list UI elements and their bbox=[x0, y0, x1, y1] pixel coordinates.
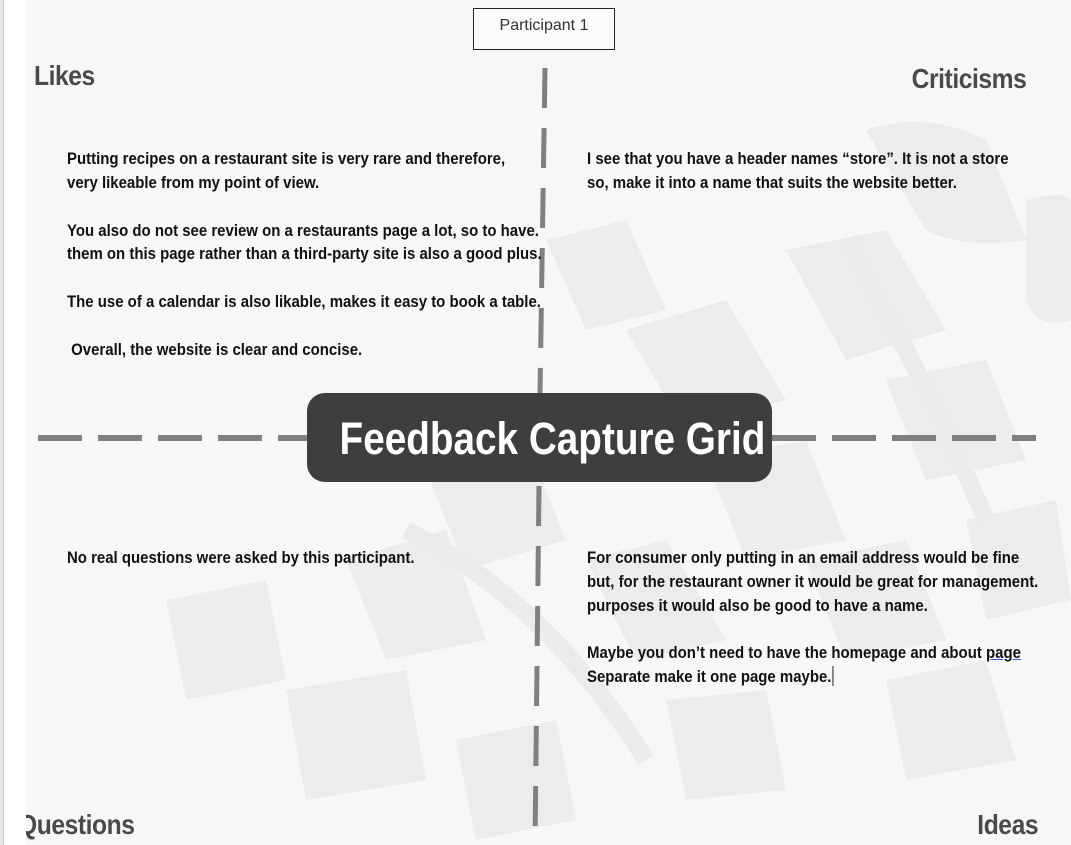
ideas-paragraph: For consumer only putting in an email ad… bbox=[587, 548, 1039, 615]
likes-paragraph: You also do not see review on a restaura… bbox=[67, 220, 542, 264]
ideas-paragraph-2: Maybe you don’t need to have the homepag… bbox=[587, 641, 1038, 689]
ideas-text[interactable]: For consumer only putting in an email ad… bbox=[587, 546, 1038, 689]
questions-paragraph: No real questions were asked by this par… bbox=[67, 548, 415, 567]
criticisms-paragraph: I see that you have a header names “stor… bbox=[587, 149, 1009, 192]
questions-heading: Questions bbox=[26, 809, 135, 840]
likes-text[interactable]: Putting recipes on a restaurant site is … bbox=[67, 147, 542, 362]
editor-margin-rule-shadow bbox=[3, 0, 4, 845]
likes-paragraph: The use of a calendar is also likable, m… bbox=[67, 292, 541, 312]
likes-paragraph: Putting recipes on a restaurant site is … bbox=[67, 149, 506, 192]
criticisms-text[interactable]: I see that you have a header names “stor… bbox=[587, 147, 1009, 195]
likes-heading: Likes bbox=[34, 60, 95, 91]
likes-paragraph: Overall, the website is clear and concis… bbox=[67, 339, 363, 359]
vertical-axis-upper bbox=[537, 67, 548, 395]
criticisms-heading: Criticisms bbox=[911, 63, 1026, 94]
background-artwork bbox=[166, 122, 1071, 840]
vertical-axis-lower bbox=[532, 485, 542, 845]
page-link-text[interactable]: page bbox=[985, 643, 1021, 663]
grid-title: Feedback Capture Grid bbox=[339, 413, 766, 464]
grid-axes bbox=[38, 67, 1036, 845]
ideas-heading: Ideas bbox=[977, 809, 1038, 840]
document-page: Participant 1 Likes Criticisms Questions… bbox=[26, 0, 1071, 845]
ideas-paragraph-2-prefix: Maybe you don’t need to have the homepag… bbox=[587, 643, 986, 663]
title-banner: Feedback Capture Grid bbox=[307, 393, 772, 482]
text-cursor bbox=[832, 666, 834, 687]
editor-margin-rule bbox=[0, 0, 3, 845]
ideas-paragraph-2-line2: Separate make it one page maybe. bbox=[587, 667, 832, 687]
participant-label[interactable]: Participant 1 bbox=[473, 8, 615, 50]
questions-text[interactable]: No real questions were asked by this par… bbox=[67, 546, 415, 570]
